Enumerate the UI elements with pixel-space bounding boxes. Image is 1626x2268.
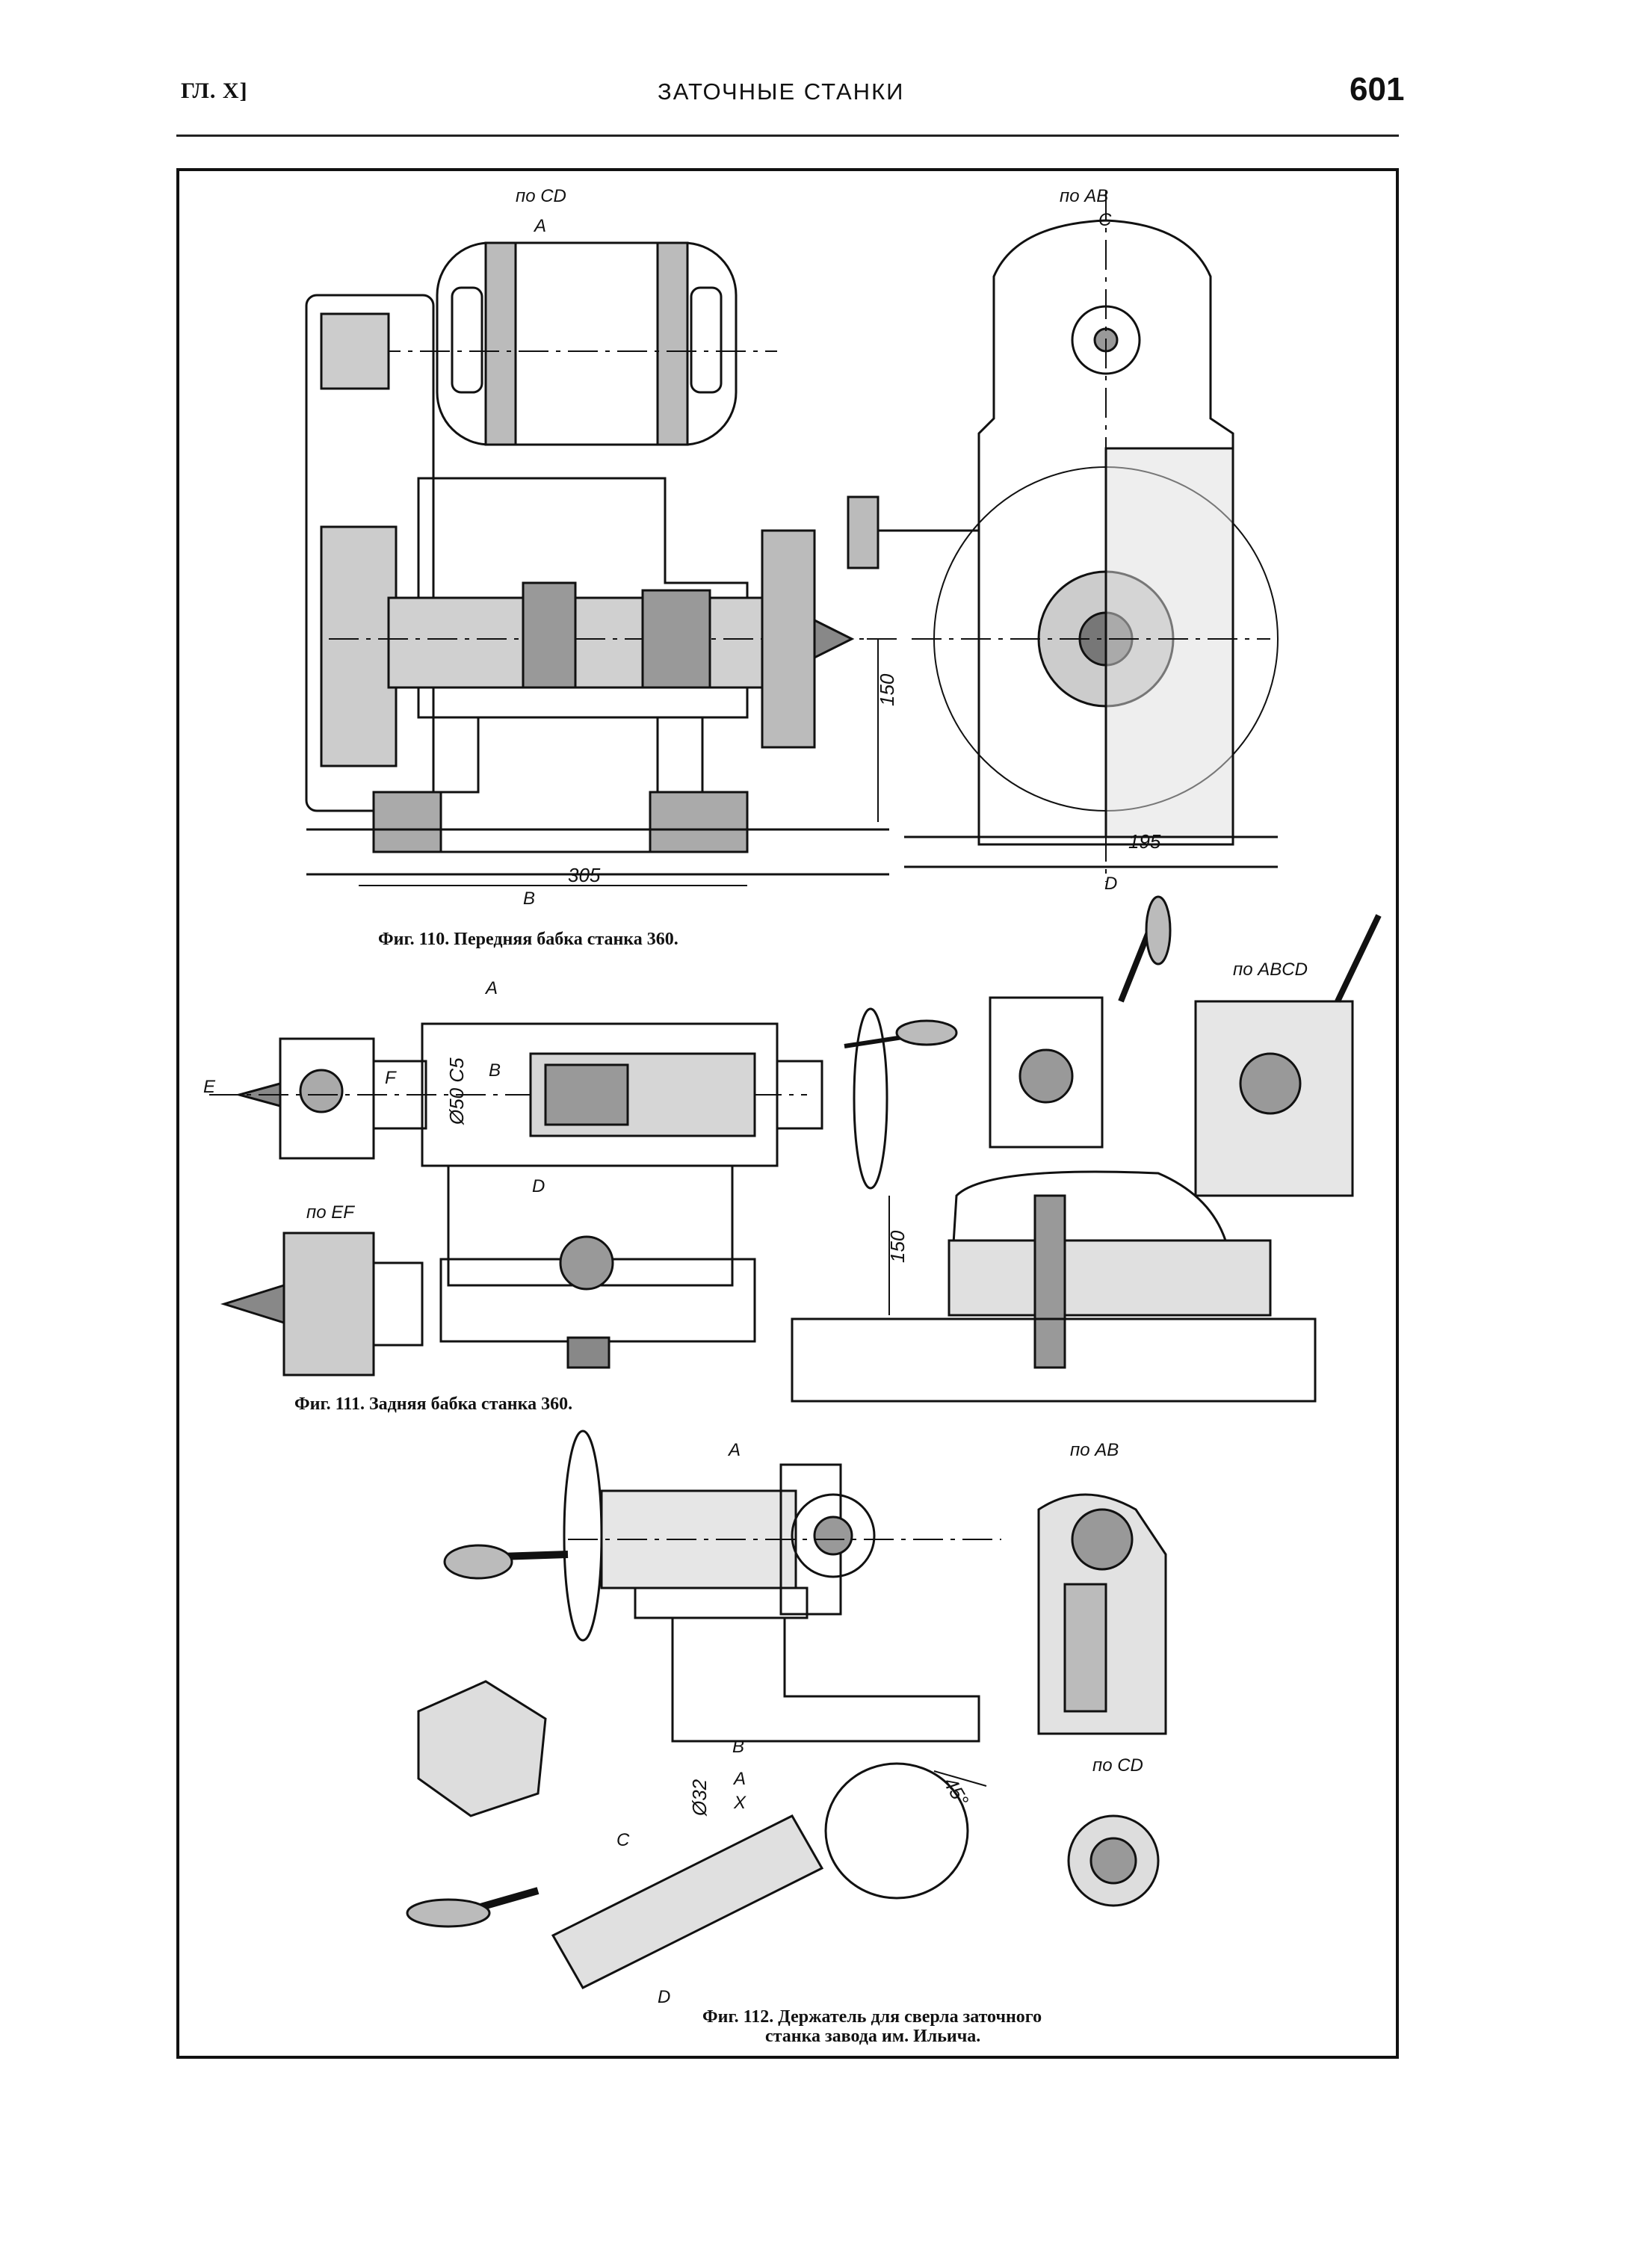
caption-fig111: Фиг. 111. Задняя бабка станка 360. <box>294 1394 573 1414</box>
dim-d32: Ø32 <box>688 1779 711 1817</box>
figure-frame <box>176 168 1399 2059</box>
label-b: B <box>732 1737 744 1757</box>
label-po-abcd: по ABCD <box>1233 960 1308 980</box>
dim-195: 195 <box>1128 830 1161 853</box>
caption-fig110: Фиг. 110. Передняя бабка станка 360. <box>378 930 678 949</box>
label-a: A <box>727 1440 741 1460</box>
fig110-labels: по CD A по AB C B D 150 305 195 <box>516 186 1161 909</box>
label-c: C <box>1098 210 1112 230</box>
dim-d50: Ø50 C5 <box>445 1057 468 1125</box>
label-a2: A <box>732 1769 746 1789</box>
label-d: D <box>532 1176 545 1196</box>
label-b: B <box>523 889 535 909</box>
header-rule <box>176 135 1399 137</box>
label-x: X <box>733 1793 746 1813</box>
label-po-ab: по AB <box>1070 1440 1119 1460</box>
fig112-labels: A B по AB по CD C D A X Ø32 45° <box>616 1440 1143 2007</box>
fig111-drawing <box>209 895 1382 1403</box>
label-f: F <box>385 1068 397 1088</box>
fig112-drawing <box>406 1430 1167 1989</box>
fig111-labels: A B D E F по EF по ABCD 150 Ø50 C5 <box>203 960 1308 1263</box>
label-d: D <box>658 1987 670 2007</box>
label-b: B <box>489 1060 501 1081</box>
label-a: A <box>533 216 546 236</box>
label-a: A <box>484 978 498 998</box>
label-po-cd: по CD <box>1092 1755 1143 1776</box>
label-po-ab: по AB <box>1060 186 1108 206</box>
label-c: C <box>616 1830 630 1850</box>
running-title: ЗАТОЧНЫЕ СТАНКИ <box>658 78 905 105</box>
label-po-ef: по EF <box>306 1202 355 1223</box>
chapter-ref: ГЛ. X] <box>181 78 248 103</box>
label-po-cd: по CD <box>516 186 566 206</box>
dim-150: 150 <box>886 1230 909 1263</box>
caption-fig112-line1: Фиг. 112. Держатель для сверла заточного <box>702 2007 1042 2027</box>
page-number: 601 <box>1350 71 1405 108</box>
caption-fig112-line2: станка завода им. Ильича. <box>765 2027 981 2046</box>
fig110-drawing <box>305 191 1279 886</box>
dim-150: 150 <box>876 673 898 706</box>
label-e: E <box>203 1077 216 1097</box>
dim-305: 305 <box>568 864 601 886</box>
dim-45deg: 45° <box>939 1773 974 1810</box>
label-d: D <box>1104 874 1117 894</box>
